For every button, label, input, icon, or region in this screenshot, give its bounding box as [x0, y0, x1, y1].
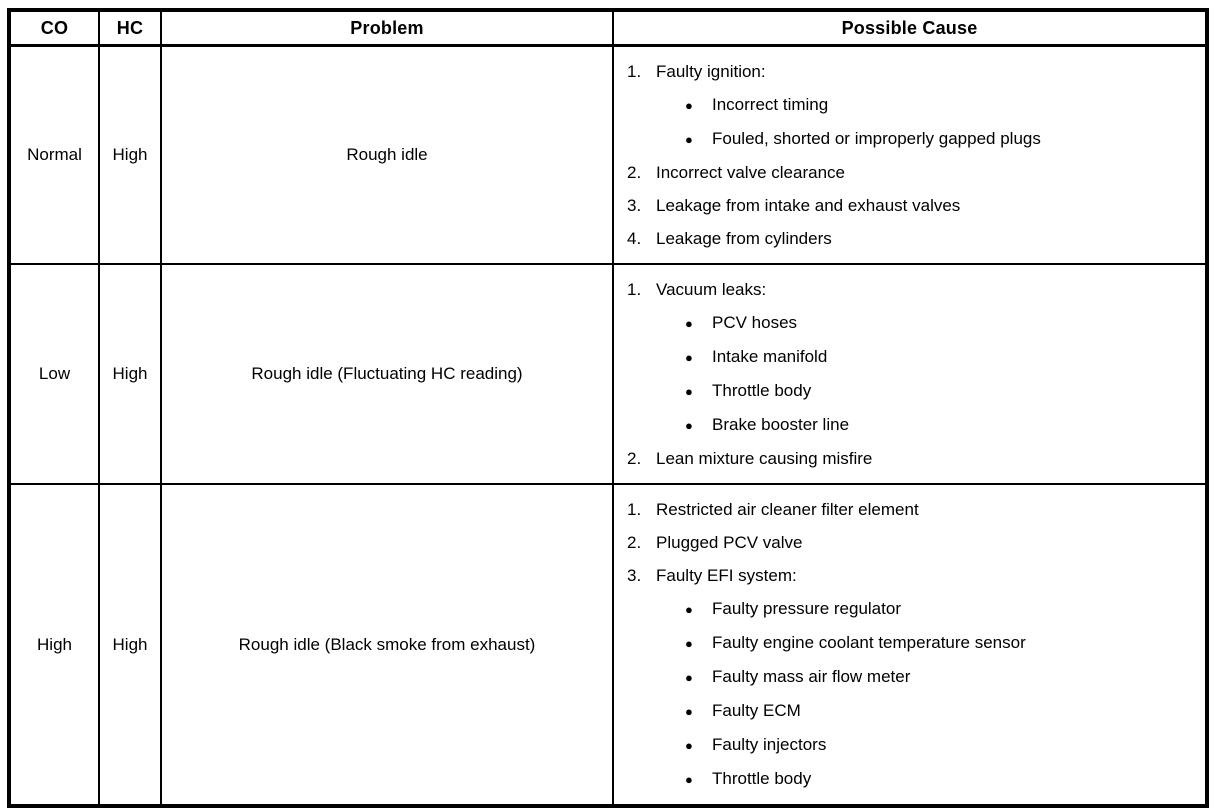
cause-line: 4. Leakage from cylinders — [614, 222, 1203, 255]
cause-text: Faulty injectors — [712, 735, 827, 754]
cause-line: ● Throttle body — [614, 374, 1203, 408]
item-number: 1. — [627, 500, 642, 519]
header-cell-possible-cause: Possible Cause — [612, 9, 1208, 47]
cell-possible-cause: 1. Restricted air cleaner filter element 2… — [612, 483, 1208, 807]
cell-hc: High — [98, 44, 162, 265]
table-row: Low High Rough idle (Fluctuating HC read… — [8, 263, 1208, 485]
cause-text: Faulty ignition: — [656, 62, 766, 81]
causes-list: 1. Restricted air cleaner filter element 2… — [614, 493, 1203, 796]
item-number: 3. — [627, 196, 642, 215]
cell-problem: Rough idle (Fluctuating HC reading) — [160, 263, 614, 485]
cause-line: ● Brake booster line — [614, 408, 1203, 442]
item-number: 1. — [627, 280, 642, 299]
cause-line: ● Intake manifold — [614, 340, 1203, 374]
cause-text: Faulty EFI system: — [656, 566, 797, 585]
table-row: Normal High Rough idle 1. Faulty ignition… — [8, 44, 1208, 265]
cause-line: 3. Leakage from intake and exhaust valves — [614, 189, 1203, 222]
cause-line: ● Faulty engine coolant temperature senso… — [614, 626, 1203, 660]
cause-text: Vacuum leaks: — [656, 280, 767, 299]
causes-list: 1. Vacuum leaks: ● PCV hoses ● Intake manifol… — [614, 273, 1203, 475]
bullet-icon: ● — [685, 670, 693, 685]
cause-text: PCV hoses — [712, 313, 798, 332]
bullet-icon: ● — [685, 636, 693, 651]
cause-line: 2. Plugged PCV valve — [614, 526, 1203, 559]
cause-line: 1. Faulty ignition: — [614, 55, 1203, 88]
bullet-icon: ● — [685, 384, 693, 399]
item-number: 2. — [627, 163, 642, 182]
bullet-icon: ● — [685, 602, 693, 617]
header-cell-co: CO — [8, 9, 100, 47]
header-cell-problem: Problem — [160, 9, 614, 47]
cause-text: Incorrect valve clearance — [656, 163, 845, 182]
cell-possible-cause: 1. Faulty ignition: ● Incorrect timing ● Foul… — [612, 44, 1208, 265]
item-number: 2. — [627, 533, 642, 552]
header-cell-hc: HC — [98, 9, 162, 47]
cause-line: ● Fouled, shorted or improperly gapped pl… — [614, 122, 1203, 156]
bullet-icon: ● — [685, 316, 693, 331]
cause-text: Faulty mass air flow meter — [712, 667, 911, 686]
cause-text: Fouled, shorted or improperly gapped plu… — [712, 129, 1041, 148]
cause-line: ● Faulty mass air flow meter — [614, 660, 1203, 694]
cause-text: Plugged PCV valve — [656, 533, 803, 552]
cause-text: Leakage from intake and exhaust valves — [656, 196, 961, 215]
cause-line: 3. Faulty EFI system: — [614, 559, 1203, 592]
cause-text: Intake manifold — [712, 347, 828, 366]
cause-line: ● Incorrect timing — [614, 88, 1203, 122]
cause-line: 2. Incorrect valve clearance — [614, 156, 1203, 189]
cause-line: ● Throttle body — [614, 762, 1203, 796]
cause-text: Faulty pressure regulator — [712, 599, 901, 618]
cell-hc: High — [98, 263, 162, 485]
header-row: CO HC Problem Possible Cause — [8, 9, 1208, 47]
cause-line: ● PCV hoses — [614, 306, 1203, 340]
bullet-icon: ● — [685, 132, 693, 147]
cause-line: 1. Vacuum leaks: — [614, 273, 1203, 306]
cause-text: Brake booster line — [712, 415, 850, 434]
cell-possible-cause: 1. Vacuum leaks: ● PCV hoses ● Intake manifol… — [612, 263, 1208, 485]
cause-text: Throttle body — [712, 381, 812, 400]
cause-text: Lean mixture causing misfire — [656, 449, 873, 468]
item-number: 2. — [627, 449, 642, 468]
emission-diagnosis-table: CO HC Problem Possible Cause Normal High… — [7, 8, 1209, 808]
bullet-icon: ● — [685, 350, 693, 365]
cell-problem: Rough idle (Black smoke from exhaust) — [160, 483, 614, 807]
cause-text: Faulty ECM — [712, 701, 801, 720]
causes-list: 1. Faulty ignition: ● Incorrect timing ● Foul… — [614, 55, 1203, 255]
cell-co: High — [8, 483, 100, 807]
cell-problem: Rough idle — [160, 44, 614, 265]
item-number: 4. — [627, 229, 642, 248]
cell-co: Normal — [8, 44, 100, 265]
bullet-icon: ● — [685, 738, 693, 753]
cause-text: Incorrect timing — [712, 95, 829, 114]
cause-text: Leakage from cylinders — [656, 229, 832, 248]
bullet-icon: ● — [685, 704, 693, 719]
cause-line: 1. Restricted air cleaner filter element — [614, 493, 1203, 526]
cell-hc: High — [98, 483, 162, 807]
cause-line: ● Faulty pressure regulator — [614, 592, 1203, 626]
cause-line: ● Faulty injectors — [614, 728, 1203, 762]
table-row: High High Rough idle (Black smoke from e… — [8, 483, 1208, 807]
item-number: 1. — [627, 62, 642, 81]
bullet-icon: ● — [685, 418, 693, 433]
cause-line: ● Faulty ECM — [614, 694, 1203, 728]
cell-co: Low — [8, 263, 100, 485]
item-number: 3. — [627, 566, 642, 585]
cause-text: Restricted air cleaner filter element — [656, 500, 919, 519]
bullet-icon: ● — [685, 772, 693, 787]
bullet-icon: ● — [685, 98, 693, 113]
cause-text: Throttle body — [712, 769, 812, 788]
cause-text: Faulty engine coolant temperature sensor — [712, 633, 1026, 652]
cause-line: 2. Lean mixture causing misfire — [614, 442, 1203, 475]
